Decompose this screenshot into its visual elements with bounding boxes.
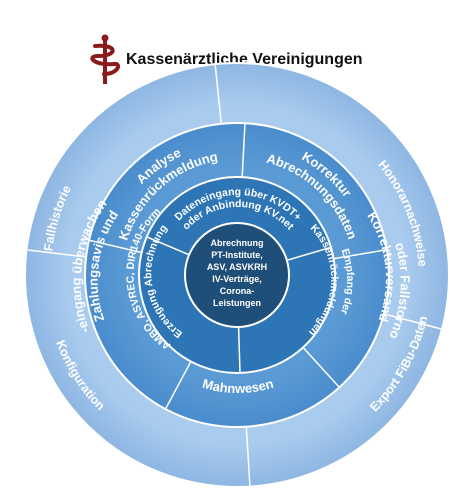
page-title: Kassenärztliche Vereinigungen xyxy=(126,51,363,68)
core-line: IV-Verträge, xyxy=(212,274,262,284)
caduceus-icon xyxy=(90,34,121,84)
core-line: PT-Institute, xyxy=(211,250,263,260)
core-circle xyxy=(184,222,290,328)
mid-label-mahnwesen: Mahnwesen xyxy=(201,376,275,396)
header: Kassenärztliche Vereinigungen xyxy=(88,34,363,86)
core-line: Leistungen xyxy=(213,298,261,308)
svg-text:Mahnwesen: Mahnwesen xyxy=(201,376,275,396)
core-line: Abrechnung xyxy=(211,238,264,248)
core-line: Corona- xyxy=(220,286,255,296)
core-line: ASV, ASVKRH xyxy=(207,262,267,272)
